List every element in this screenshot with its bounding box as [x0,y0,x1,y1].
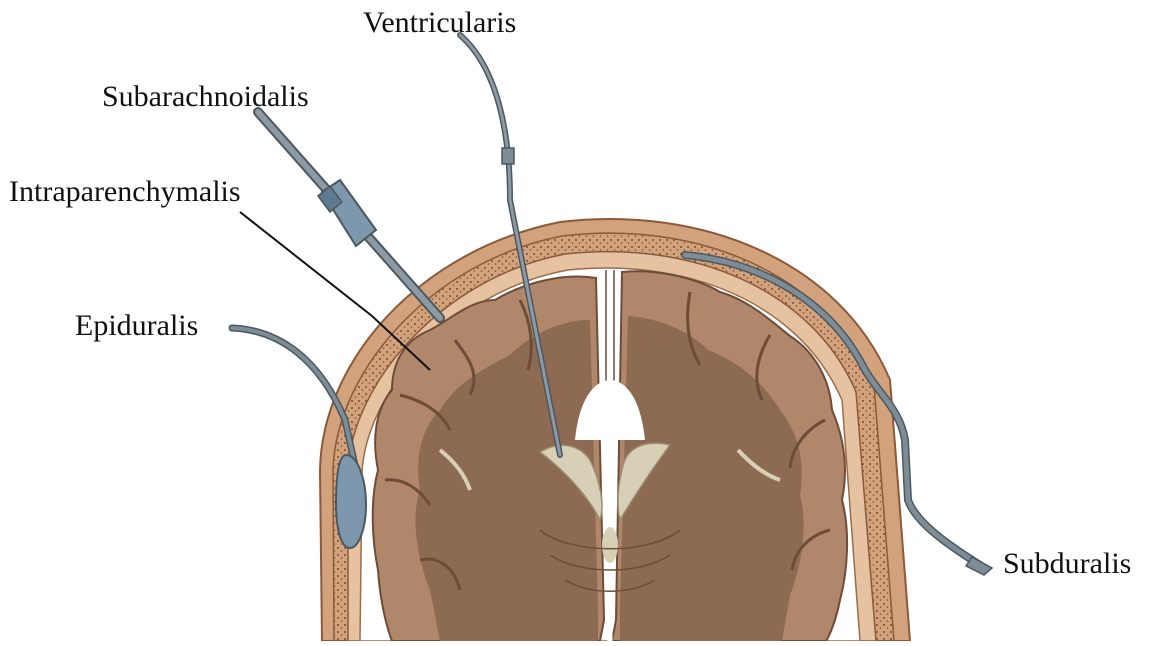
label-subduralis: Subduralis [1003,547,1131,580]
label-ventricularis: Ventricularis [363,6,516,39]
label-subarachnoidalis: Subarachnoidalis [102,80,309,113]
brain [373,270,847,641]
label-epiduralis: Epiduralis [75,309,198,342]
subarachnoid-bolt [258,112,440,318]
label-intraparenchymalis: Intraparenchymalis [9,175,241,208]
epidural-sensor [232,328,366,548]
